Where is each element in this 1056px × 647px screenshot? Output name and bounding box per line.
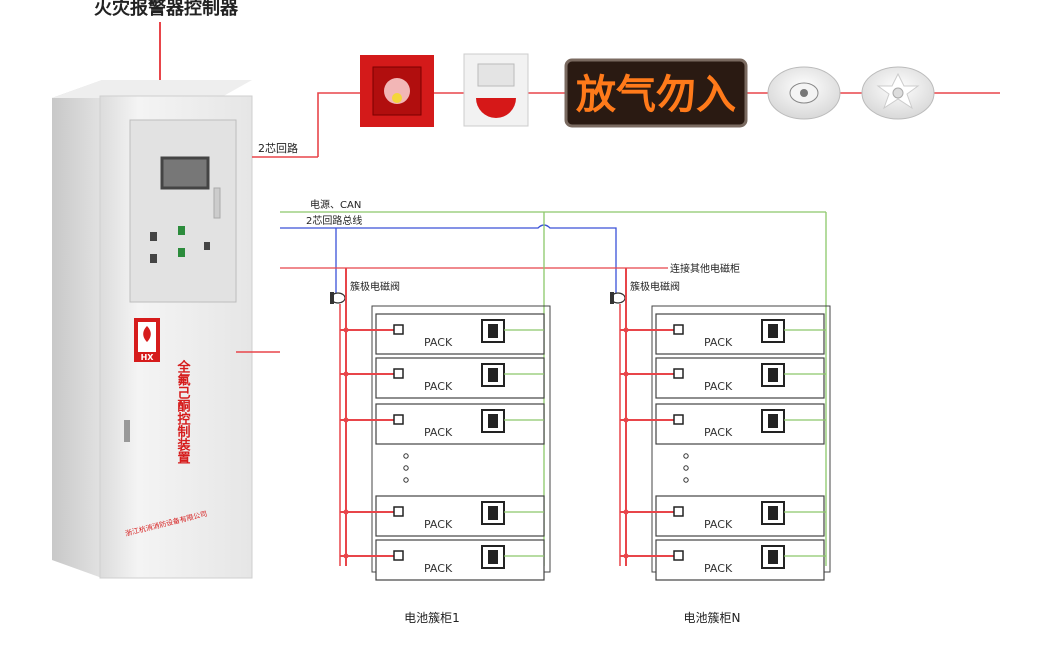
panel-button <box>178 248 185 257</box>
heat-detector <box>861 66 935 120</box>
controller-cabinet: HX 全氟己酮控制装置 浙江杭消消防设备有限公司 <box>52 80 253 579</box>
cabinet-name: 电池簇柜1 <box>404 610 460 625</box>
smoke-detector <box>767 66 841 120</box>
ellipsis-dot <box>683 453 689 459</box>
pack-module: PACK <box>340 357 545 399</box>
manual-call-point <box>360 55 434 127</box>
pack-label: PACK <box>704 562 733 575</box>
bus-label: 2芯回路 <box>258 141 298 155</box>
panel-button <box>150 254 157 263</box>
panel-button <box>204 242 210 250</box>
battery-cabinet: 簇极电磁阀 PACK PACK PACK PACK PACK 电池簇柜1 <box>330 212 551 625</box>
panel-button <box>150 232 157 241</box>
pack-label: PACK <box>424 518 453 531</box>
blue-bus <box>280 224 617 294</box>
sound-light-alarm <box>463 53 529 127</box>
loop-bus-label: 2芯回路总线 <box>306 214 362 227</box>
door-handle <box>124 420 130 442</box>
ellipsis-dot <box>683 465 689 471</box>
battery-cabinet: 簇极电磁阀 PACK PACK PACK PACK PACK 电池簇柜N <box>610 212 831 625</box>
valve-label: 簇极电磁阀 <box>630 280 680 293</box>
pack-module: PACK <box>340 539 545 581</box>
hx-logo: HX <box>134 318 160 362</box>
pack-module: PACK <box>340 403 545 445</box>
pack-module: PACK <box>620 495 826 537</box>
gas-release-sign: 放气勿入 <box>564 58 748 128</box>
pack-module: PACK <box>620 403 826 445</box>
ellipsis-dot <box>403 453 409 459</box>
pack-label: PACK <box>704 380 733 393</box>
ellipsis-dot <box>683 477 689 483</box>
ellipsis-dot <box>403 465 409 471</box>
pack-label: PACK <box>704 426 733 439</box>
cabinet-vertical-text: 全氟己酮控制装置 <box>175 359 192 464</box>
connect-other-label: 连接其他电磁柜 <box>670 262 740 275</box>
power-can-label: 电源、CAN <box>310 198 361 211</box>
valve-label: 簇极电磁阀 <box>350 280 400 293</box>
pack-module: PACK <box>620 313 826 355</box>
cabinet-top <box>52 80 252 98</box>
pack-module: PACK <box>620 539 826 581</box>
pack-module: PACK <box>620 357 826 399</box>
cluster-valve-icon <box>330 292 346 304</box>
wiring-bus: 电源、CAN 2芯回路总线 连接其他电磁柜 <box>236 198 826 353</box>
cabinet-side <box>52 80 102 578</box>
cluster-valve-icon <box>610 292 626 304</box>
pack-label: PACK <box>704 518 733 531</box>
pack-label: PACK <box>704 336 733 349</box>
battery-cabinets: 簇极电磁阀 PACK PACK PACK PACK PACK 电池簇柜1 簇极电磁阀 PACK P… <box>330 212 831 625</box>
pack-label: PACK <box>424 336 453 349</box>
panel-handle <box>213 187 221 219</box>
logo-text: HX <box>141 353 155 362</box>
pack-label: PACK <box>424 380 453 393</box>
sign-text: 放气勿入 <box>576 72 736 118</box>
lcd-screen <box>160 156 210 190</box>
cabinet-name: 电池簇柜N <box>684 610 741 625</box>
pack-label: PACK <box>424 562 453 575</box>
controller-title: 火灾报警器控制器 <box>94 0 239 19</box>
pack-module: PACK <box>340 313 545 355</box>
pack-module: PACK <box>340 495 545 537</box>
panel-button <box>178 226 185 235</box>
ellipsis-dot <box>403 477 409 483</box>
pack-label: PACK <box>424 426 453 439</box>
